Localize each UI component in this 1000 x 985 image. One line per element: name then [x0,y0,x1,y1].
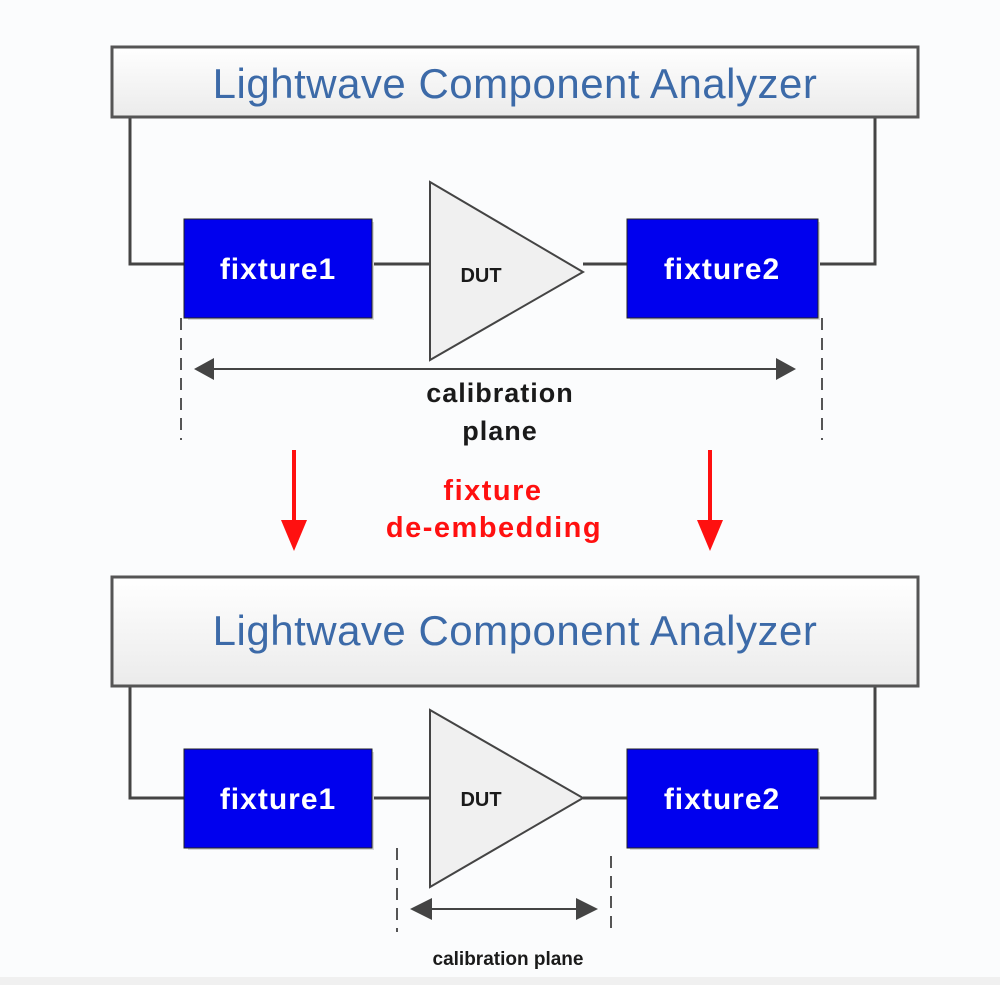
dut-label: DUT [460,265,501,287]
arrow-right-head-icon [776,358,796,380]
calibration-label-line1: calibration [426,378,574,408]
fixture1-label: fixture1 [220,783,336,816]
dut-amplifier: DUT [429,180,585,362]
right-loop-wire [818,110,877,266]
analyzer-box-bottom: Lightwave Component Analyzer [110,575,920,688]
calibration-label: calibration plane [433,949,584,970]
fixture2-label: fixture2 [664,253,780,286]
analyzer-title: Lightwave Component Analyzer [213,607,818,654]
right-loop-wire [818,687,877,800]
calibration-label-line2: plane [462,416,538,446]
arrow-right-head-icon [576,898,598,920]
dut-amplifier: DUT [429,708,585,889]
deembedding-label-line2: de-embedding [386,512,602,544]
arrow-left-head-icon [410,898,432,920]
calibration-span-arrow [410,898,598,920]
deembedding-label-line1: fixture [443,475,542,507]
left-loop-wire [128,687,186,800]
deembedding-transition: fixture de-embedding [281,450,723,551]
analyzer-box-top: Lightwave Component Analyzer [110,45,920,119]
fixture2-label: fixture2 [664,783,780,816]
bottom-border-strip [0,977,1000,985]
arrow-left-head-icon [194,358,214,380]
fixture1-label: fixture1 [220,253,336,286]
dut-label: DUT [460,789,501,811]
left-loop-wire [128,110,186,266]
fixture2-block: fixture2 [626,748,820,850]
top-wires [128,110,877,266]
red-down-arrow-left-icon [281,450,307,551]
calibration-span-arrow [194,358,796,380]
fixture2-block: fixture2 [626,218,820,320]
red-down-arrow-right-icon [697,450,723,551]
fixture1-block: fixture1 [183,748,374,850]
top-setup: Lightwave Component Analyzer fixture1 DU… [110,45,920,446]
analyzer-title: Lightwave Component Analyzer [213,60,818,107]
bottom-wires [128,687,877,800]
fixture1-block: fixture1 [183,218,374,320]
bottom-setup: Lightwave Component Analyzer fixture1 DU… [110,575,920,970]
